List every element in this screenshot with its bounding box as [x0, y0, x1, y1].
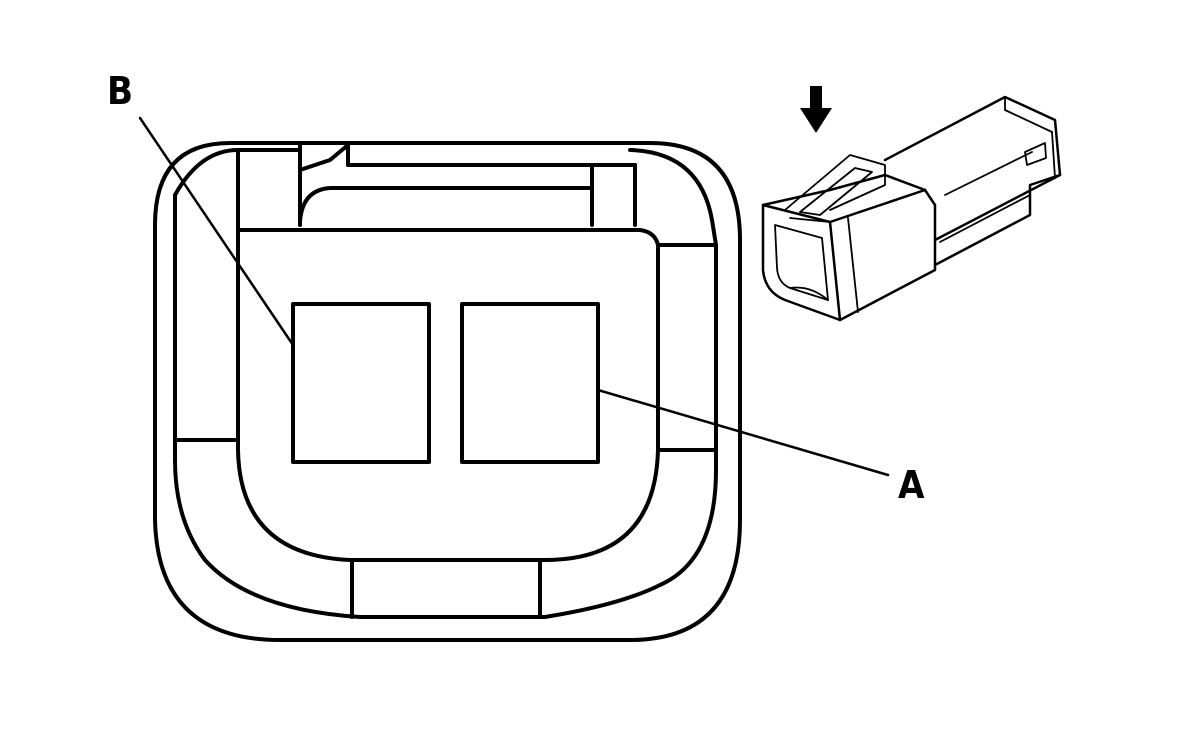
callout-label-a: A [898, 463, 925, 507]
callout-label-b: B [107, 69, 133, 113]
terminal-cavity-a [460, 302, 600, 464]
latch-top-bar [298, 143, 637, 172]
connector-isometric-icon [761, 95, 1062, 322]
latch-slope [298, 186, 594, 224]
down-arrow-icon [800, 86, 832, 133]
housing-outer-outline [153, 141, 742, 642]
callout-b-group: B [107, 69, 295, 347]
pin-field-block [236, 228, 660, 562]
connector-face [153, 141, 742, 642]
callout-a-group: A [596, 388, 925, 507]
leader-line-a [596, 388, 890, 477]
terminal-cavity-b [291, 302, 431, 464]
leader-line-b [138, 116, 295, 347]
